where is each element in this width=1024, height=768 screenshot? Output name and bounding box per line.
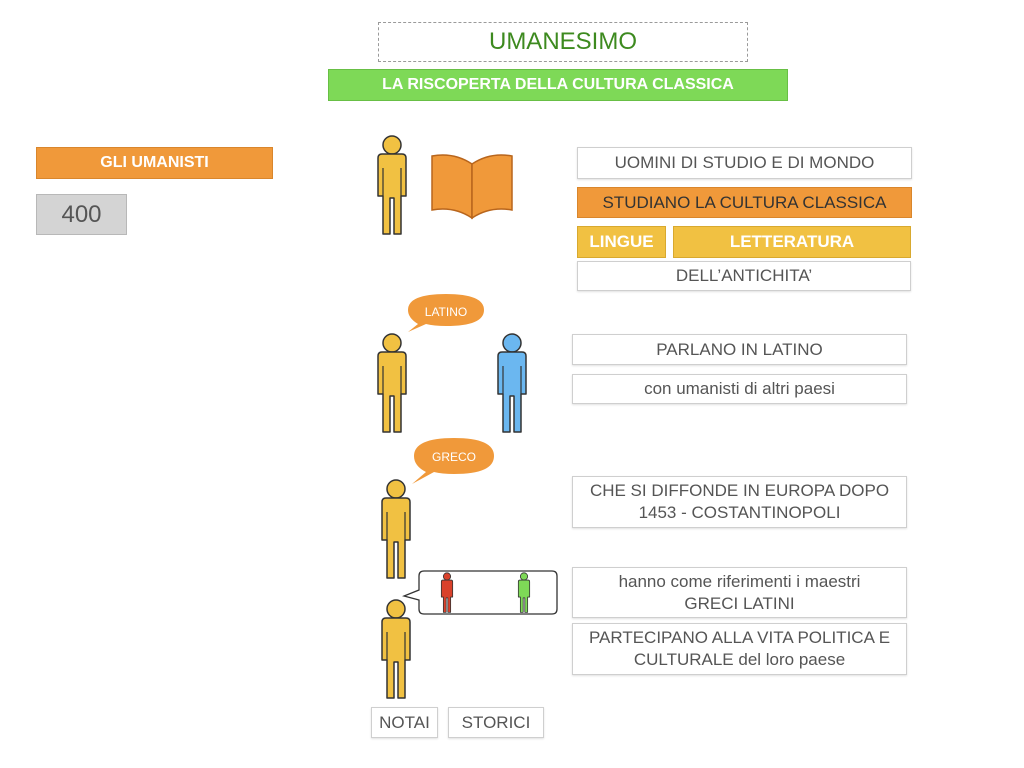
line-maestri-b: GRECI LATINI — [684, 593, 795, 613]
line-partecipano: PARTECIPANO ALLA VITA POLITICA E CULTURA… — [572, 623, 907, 675]
person-green-icon — [517, 572, 531, 613]
umanisti-label: GLI UMANISTI — [36, 147, 273, 179]
latino-speech-bubble: LATINO — [408, 294, 484, 332]
bubble-greco-text: GRECO — [432, 450, 476, 464]
subtitle-banner: LA RISCOPERTA DELLA CULTURA CLASSICA — [328, 69, 788, 101]
page-title: UMANESIMO — [378, 22, 748, 62]
person-red-icon — [440, 572, 454, 613]
person-icon — [377, 333, 407, 433]
letteratura-badge: LETTERATURA — [673, 226, 911, 258]
line-parlano: PARLANO IN LATINO — [572, 334, 907, 365]
line-studiano: STUDIANO LA CULTURA CLASSICA — [577, 187, 912, 218]
lingue-badge: LINGUE — [577, 226, 666, 258]
open-book-icon — [431, 154, 513, 220]
notai-box: NOTAI — [371, 707, 438, 738]
line-partecipano-b: CULTURALE del loro paese — [633, 650, 846, 669]
person-icon — [381, 479, 411, 579]
line-diffonde: CHE SI DIFFONDE IN EUROPA DOPO 1453 - CO… — [572, 476, 907, 528]
greco-speech-bubble: GRECO — [412, 438, 494, 484]
line-maestri: hanno come riferimenti i maestri GRECI L… — [572, 567, 907, 618]
line-uomini: UOMINI DI STUDIO E DI MONDO — [577, 147, 912, 179]
person-icon — [377, 135, 407, 235]
century-badge: 400 — [36, 194, 127, 235]
line-partecipano-a: PARTECIPANO ALLA VITA POLITICA E — [588, 628, 891, 647]
line-antichita: DELL’ANTICHITA’ — [577, 261, 911, 291]
person-icon — [381, 599, 411, 699]
line-diffonde-b: 1453 - COSTANTINOPOLI — [638, 503, 841, 522]
storici-box: STORICI — [448, 707, 544, 738]
line-diffonde-a: CHE SI DIFFONDE IN EUROPA DOPO — [589, 481, 890, 500]
maestri-callout — [402, 570, 558, 615]
line-umanisti-paesi: con umanisti di altri paesi — [572, 374, 907, 404]
line-maestri-a: hanno come riferimenti i maestri — [618, 571, 861, 591]
bubble-latino-text: LATINO — [425, 305, 467, 319]
person-blue-icon — [497, 333, 527, 433]
